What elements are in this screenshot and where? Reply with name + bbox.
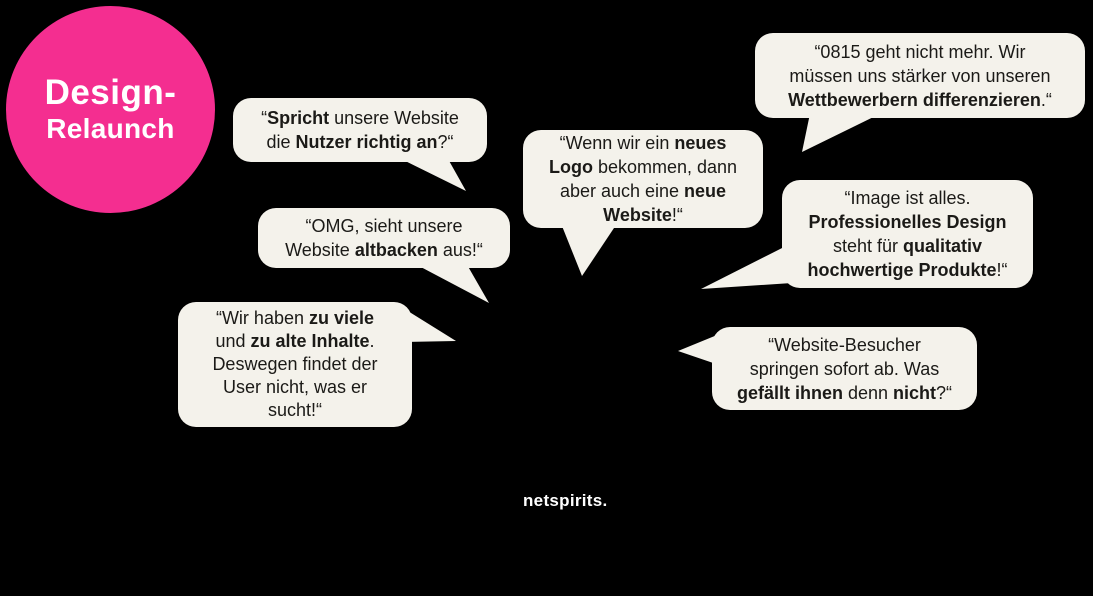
design-relaunch-badge: Design- Relaunch xyxy=(6,6,215,213)
tail-inhalte-bubble xyxy=(403,308,456,342)
badge-title-line2: Relaunch xyxy=(46,113,175,145)
tail-neues-logo-bubble xyxy=(558,216,622,276)
tail-besucher-bubble xyxy=(678,333,722,366)
tail-image-design-bubble xyxy=(701,243,792,289)
badge-title-line1: Design- xyxy=(44,73,177,113)
netspirits-logo: netspirits. xyxy=(523,491,608,510)
